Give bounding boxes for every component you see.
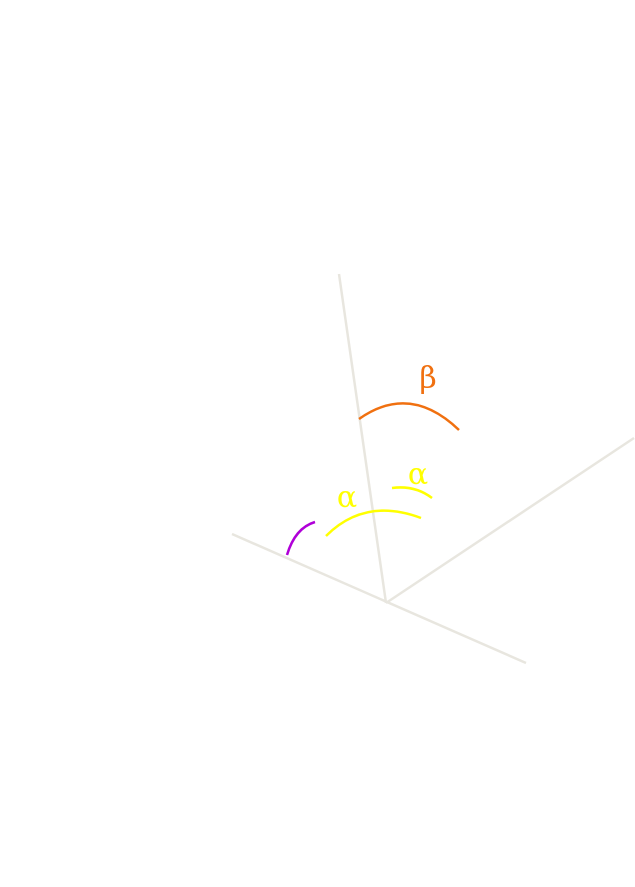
- third-angle-arc: [285, 520, 316, 556]
- straight-line: [231, 532, 527, 665]
- alpha-arc-right: [391, 486, 433, 500]
- ray-right: [385, 436, 635, 605]
- alpha-label-right: α: [408, 457, 428, 492]
- alpha-label-left: α: [337, 480, 357, 515]
- ray-upper: [337, 273, 388, 604]
- beta-arc: [358, 402, 460, 431]
- alpha-arc-left: [325, 509, 422, 537]
- beta-label: β: [419, 361, 436, 396]
